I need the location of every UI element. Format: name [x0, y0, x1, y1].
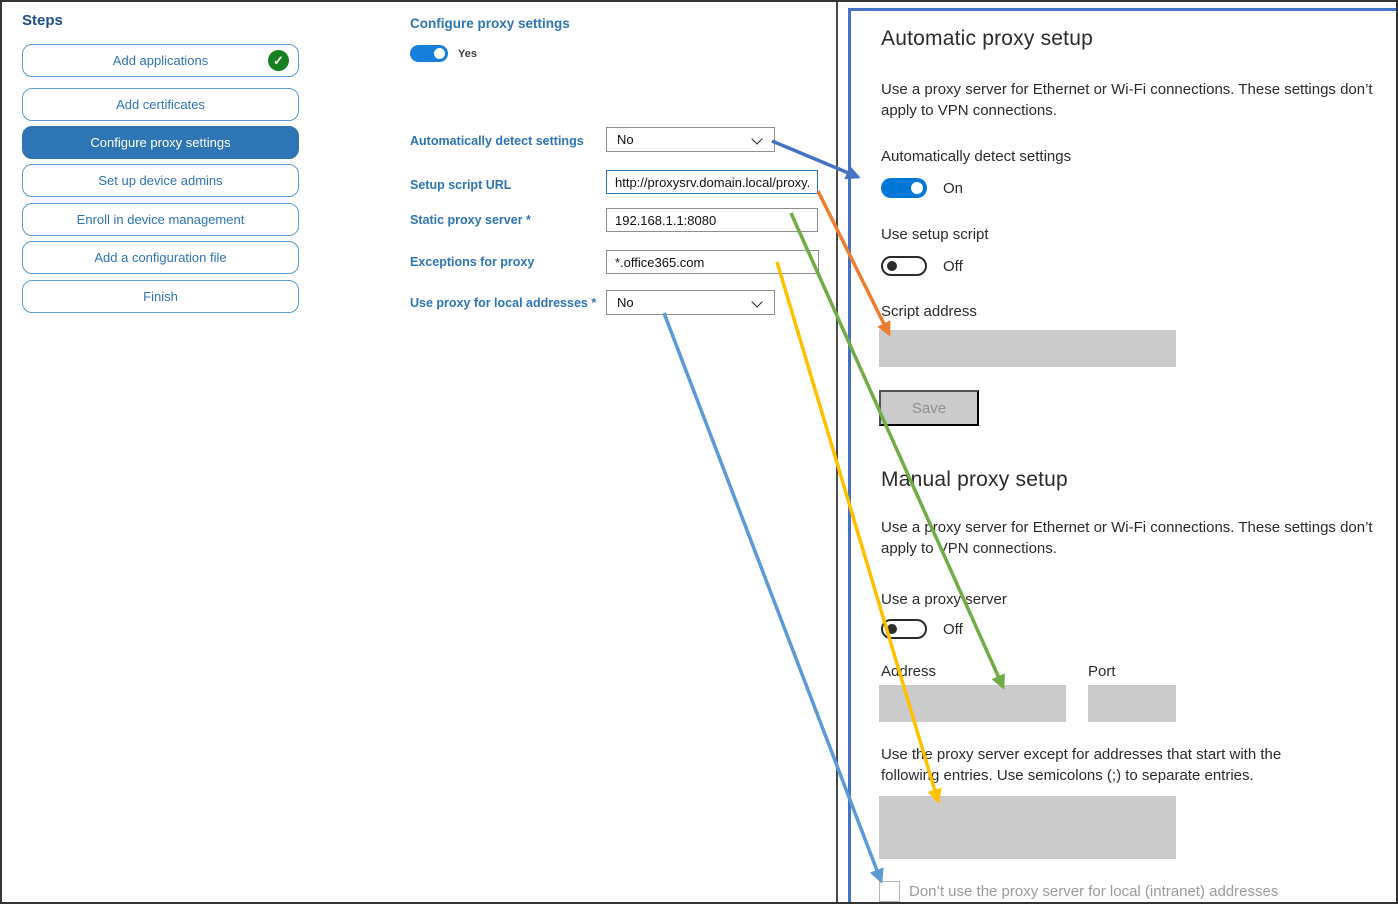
port-label: Port [1088, 663, 1116, 680]
toggle-knob [887, 624, 897, 634]
automatic-proxy-description: Use a proxy server for Ethernet or Wi-Fi… [881, 81, 1373, 119]
step-label: Set up device admins [98, 173, 223, 188]
proxy-port-input[interactable] [1088, 685, 1176, 722]
field-label-setup-script-url: Setup script URL [410, 178, 512, 192]
toggle-knob [887, 261, 897, 271]
completed-check-icon: ✓ [268, 50, 289, 71]
step-label: Add a configuration file [94, 250, 227, 265]
field-label-exceptions-for-proxy: Exceptions for proxy [410, 255, 535, 269]
auto-detect-toggle-state: On [943, 180, 964, 197]
configure-proxy-toggle-state: Yes [458, 48, 477, 60]
use-setup-script-toggle-state: Off [943, 258, 963, 275]
use-setup-script-toggle[interactable] [881, 256, 927, 276]
step-label: Add applications [112, 53, 209, 68]
proxy-exceptions-description: Use the proxy server except for addresse… [881, 746, 1282, 784]
chevron-down-icon [751, 133, 763, 145]
page-title: Configure proxy settings [410, 16, 570, 31]
chevron-down-icon [751, 296, 763, 308]
step-label: Add certificates [116, 97, 205, 112]
step-button-configure-proxy-settings[interactable]: Configure proxy settings [22, 126, 299, 159]
auto-detect-toggle[interactable] [881, 178, 927, 198]
step-label: Finish [143, 289, 178, 304]
setup-script-url-input[interactable] [606, 170, 818, 194]
use-proxy-server-toggle-state: Off [943, 621, 963, 638]
step-button-add-certificates[interactable]: Add certificates [22, 88, 299, 121]
configure-proxy-toggle[interactable] [410, 45, 448, 62]
selected-value: No [617, 295, 634, 310]
step-button-add-applications[interactable]: Add applications ✓ [22, 44, 299, 77]
toggle-knob [911, 182, 923, 194]
field-label-static-proxy-server: Static proxy server * [410, 213, 531, 227]
step-label: Enroll in device management [76, 212, 245, 227]
steps-panel-title: Steps [22, 12, 63, 29]
step-button-add-configuration-file[interactable]: Add a configuration file [22, 241, 299, 274]
local-addresses-checkbox-label: Don’t use the proxy server for local (in… [909, 883, 1279, 900]
vertical-divider [836, 0, 838, 904]
use-proxy-server-toggle[interactable] [881, 619, 927, 639]
automatic-proxy-setup-heading: Automatic proxy setup [881, 27, 1093, 50]
script-address-label: Script address [881, 303, 977, 320]
windows-proxy-settings-panel: Automatic proxy setup Use a proxy server… [848, 8, 1398, 904]
auto-detect-toggle-label: Automatically detect settings [881, 148, 1072, 165]
proxy-address-input[interactable] [879, 685, 1066, 722]
toggle-knob [434, 48, 445, 59]
use-proxy-local-addresses-select[interactable]: No [606, 290, 775, 315]
proxy-exceptions-textarea[interactable] [879, 796, 1176, 859]
step-button-finish[interactable]: Finish [22, 280, 299, 313]
exceptions-for-proxy-input[interactable] [606, 250, 819, 274]
static-proxy-server-input[interactable] [606, 208, 818, 232]
step-button-enroll-device-management[interactable]: Enroll in device management [22, 203, 299, 236]
auto-detect-settings-select[interactable]: No [606, 127, 775, 152]
manual-proxy-setup-heading: Manual proxy setup [881, 468, 1068, 491]
local-addresses-checkbox[interactable] [879, 881, 900, 902]
use-proxy-server-label: Use a proxy server [881, 591, 1007, 608]
save-button[interactable]: Save [879, 390, 979, 426]
field-label-auto-detect: Automatically detect settings [410, 134, 584, 148]
use-setup-script-label: Use setup script [881, 226, 989, 243]
step-label: Configure proxy settings [90, 135, 231, 150]
field-label-use-proxy-local: Use proxy for local addresses * [410, 296, 597, 310]
address-label: Address [881, 663, 937, 680]
step-button-set-up-device-admins[interactable]: Set up device admins [22, 164, 299, 197]
script-address-input[interactable] [879, 330, 1176, 367]
selected-value: No [617, 132, 634, 147]
manual-proxy-description: Use a proxy server for Ethernet or Wi-Fi… [881, 519, 1373, 557]
